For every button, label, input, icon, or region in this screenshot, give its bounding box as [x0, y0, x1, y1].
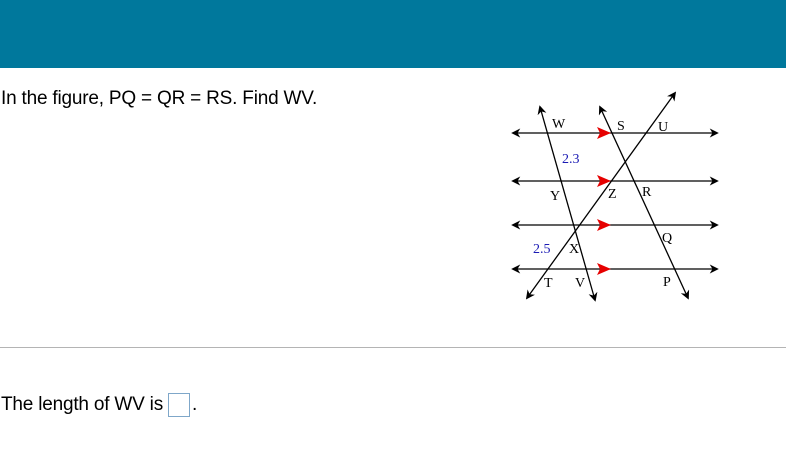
label-Y: Y: [550, 189, 560, 204]
measure-wy: 2.3: [562, 152, 580, 167]
transversal-wv: [537, 105, 598, 302]
label-R: R: [642, 185, 652, 200]
label-P: P: [663, 275, 671, 290]
header-bar: [0, 0, 786, 68]
label-Z: Z: [608, 187, 617, 202]
label-V: V: [575, 276, 585, 291]
question-text: In the figure, PQ = QR = RS. Find WV.: [1, 88, 318, 109]
geometry-figure: W S U Y Z R Q X T V P 2.3 2.5: [511, 91, 719, 302]
label-U: U: [658, 120, 668, 135]
label-S: S: [617, 119, 625, 134]
label-W: W: [552, 117, 566, 132]
label-Q: Q: [662, 231, 672, 246]
label-T: T: [544, 276, 553, 291]
measure-tx: 2.5: [533, 242, 551, 257]
label-X: X: [569, 242, 579, 257]
section-divider: [0, 347, 786, 348]
answer-input[interactable]: [168, 393, 190, 417]
transversal-sp: [598, 105, 690, 300]
answer-prompt: The length of WV is: [1, 394, 163, 415]
answer-suffix: .: [192, 394, 198, 415]
answer-row: The length of WV is .: [1, 393, 197, 417]
